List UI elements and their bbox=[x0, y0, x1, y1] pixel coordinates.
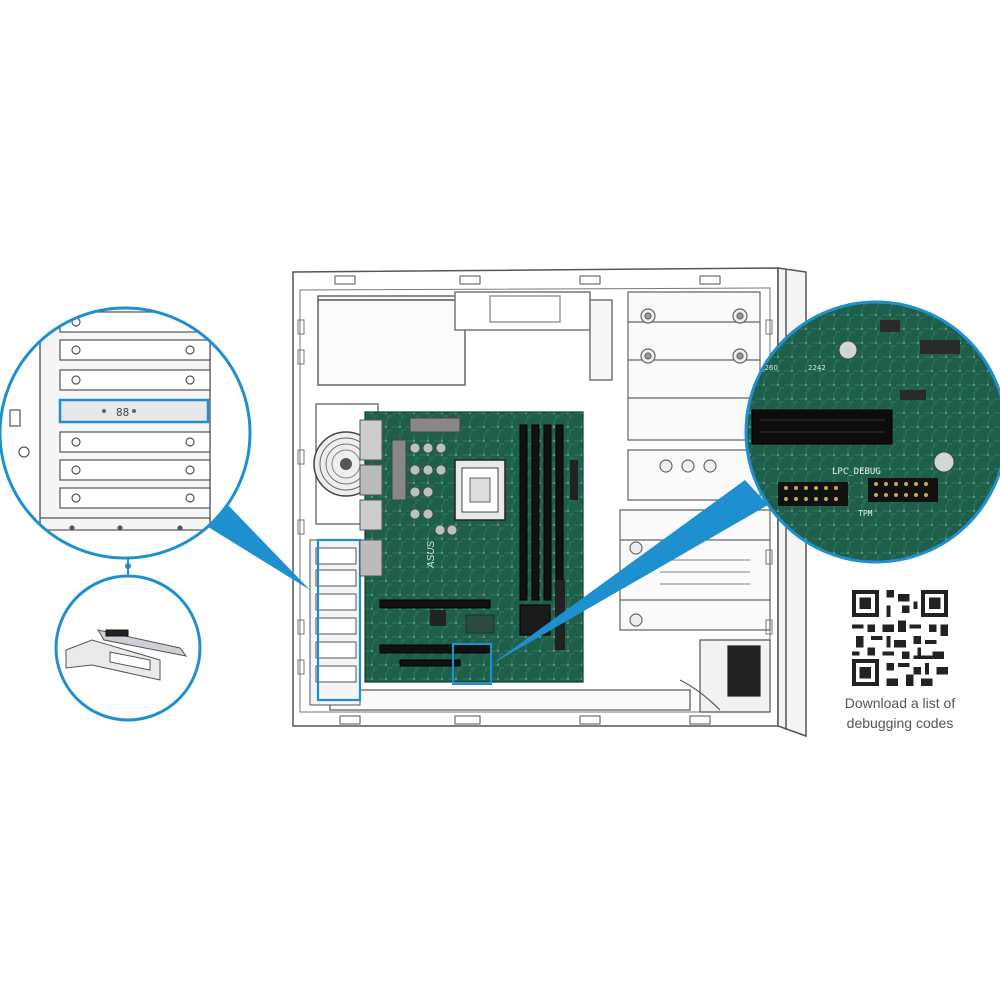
tpm-label: TPM bbox=[858, 509, 873, 518]
m2-2242-label: 2242 bbox=[808, 364, 826, 372]
qr-code-icon[interactable] bbox=[852, 590, 948, 686]
motherboard: ASUS bbox=[360, 412, 583, 682]
qr-caption: Download a list of debugging codes bbox=[820, 693, 980, 733]
debug-led-display: 88 bbox=[116, 406, 129, 419]
caption-line-1: Download a list of bbox=[820, 693, 980, 713]
zoom-circle-bracket: 88 bbox=[0, 300, 250, 558]
zoom-circle-debug-card bbox=[56, 576, 200, 720]
cpu-socket-icon bbox=[455, 460, 505, 520]
caption-line-2: debugging codes bbox=[820, 713, 980, 733]
lpc-debug-label: LPC_DEBUG bbox=[832, 467, 881, 477]
brand-logo: ASUS bbox=[426, 540, 437, 569]
